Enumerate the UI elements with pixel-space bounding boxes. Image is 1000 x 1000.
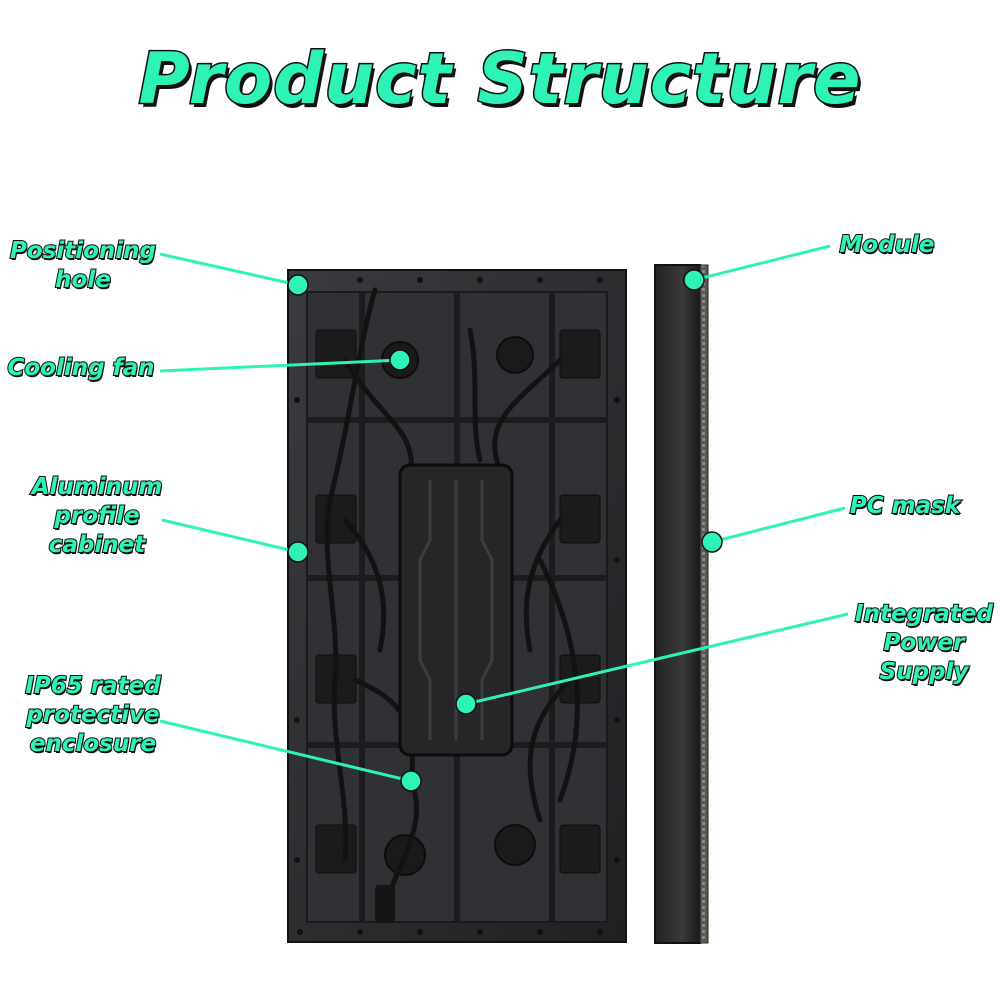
marker-cooling-fan [389,349,411,371]
leader-power-supply [465,612,849,706]
leader-ip65-enclosure [159,719,412,783]
label-line: Supply [879,658,970,686]
power-supply-unit [398,463,514,757]
label-line: hole [54,266,112,294]
page-title: Product Structure [137,37,862,122]
leader-cooling-fan [159,358,401,373]
label-line: PC mask [849,492,961,520]
label-power-supply: Integrated Power Supply [852,600,996,687]
label-pc-mask: PC mask [845,492,965,521]
label-line: Integrated [854,600,994,628]
marker-pc-mask [701,531,723,553]
marker-positioning-hole [287,274,309,296]
leader-module [693,244,831,282]
label-line: profile [53,502,140,530]
marker-aluminum-cabinet [287,541,309,563]
label-ip65-enclosure: IP65 rated protective enclosure [18,672,168,759]
marker-ip65-enclosure [400,770,422,792]
marker-module [683,269,705,291]
label-aluminum-cabinet: Aluminum profile cabinet [22,473,172,560]
label-line: cabinet [48,531,146,559]
cabinet-back-view [287,269,627,943]
label-line: Cooling fan [7,354,156,382]
label-line: Aluminum [31,473,164,501]
label-line: protective [25,701,160,729]
label-line: enclosure [29,730,157,758]
label-cooling-fan: Cooling fan [6,354,156,383]
label-line: Module [838,231,935,259]
cabinet-side-view [654,264,709,944]
leader-positioning-hole [159,252,299,287]
leader-aluminum-cabinet [161,518,299,554]
label-line: Power [883,629,966,657]
label-line: Positioning [9,237,157,265]
label-positioning-hole: Positioning hole [8,237,158,295]
label-module: Module [832,231,942,260]
marker-power-supply [455,693,477,715]
leader-pc-mask [711,506,846,544]
label-line: IP65 rated [24,672,161,700]
